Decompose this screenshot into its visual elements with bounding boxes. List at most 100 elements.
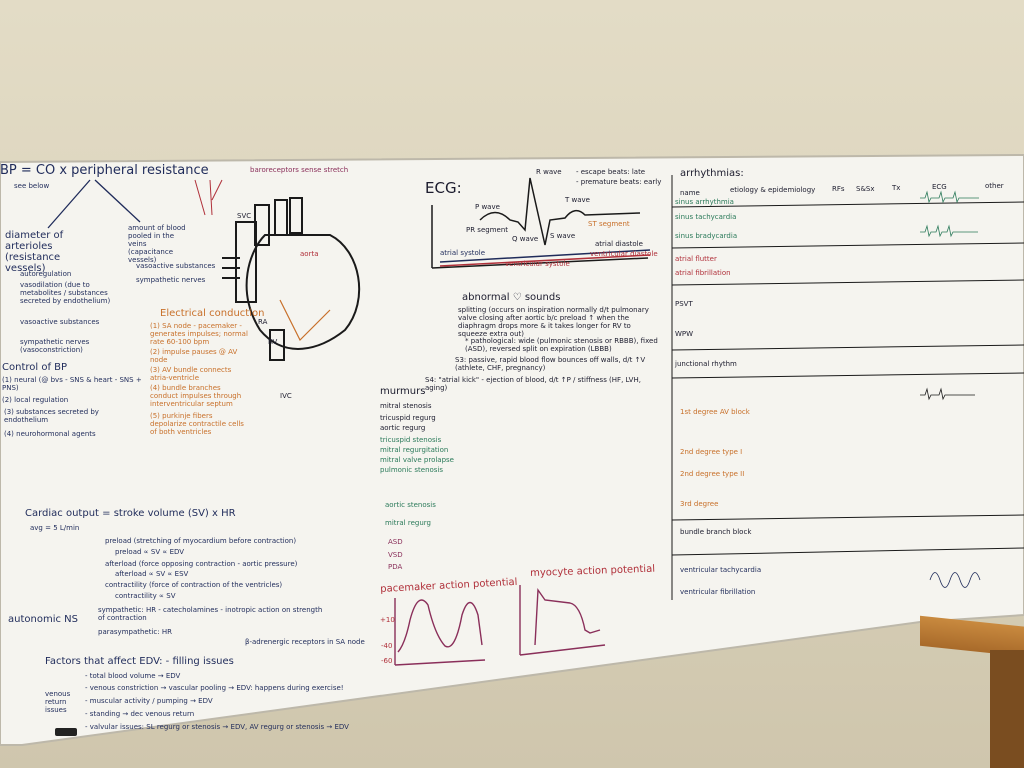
murmur-name: PDA	[388, 563, 403, 571]
murmur-name: ASD	[388, 538, 403, 546]
murmur-name: tricuspid stenosis	[380, 436, 442, 444]
ecg-label: ventricular systole	[505, 260, 570, 268]
arrhythmia-row: ventricular fibrillation	[680, 588, 756, 596]
diameter-item: sympathetic nerves (vasoconstriction)	[20, 338, 90, 354]
column-header: RFs	[832, 185, 845, 193]
ap-axis-tick: +10	[380, 616, 395, 624]
column-header: etiology & epidemiology	[730, 186, 816, 194]
column-header: name	[680, 189, 700, 197]
ecg-label: P wave	[475, 203, 500, 211]
arrhythmia-row: sinus arrhythmia	[675, 198, 734, 206]
murmur-name: pulmonic stenosis	[380, 466, 444, 474]
ecg-label: ST segment	[588, 220, 630, 228]
edv-item: - muscular activity / pumping → EDV	[85, 697, 213, 705]
preload-relation: preload ∝ SV ∝ EDV	[115, 548, 185, 556]
column-header: S&Sx	[856, 185, 875, 193]
arrhythmia-row: 2nd degree type II	[680, 470, 745, 478]
contractility-relation: contractility ∝ SV	[115, 592, 176, 600]
arrhythmia-row: sinus tachycardia	[675, 213, 737, 221]
arrhythmia-row: PSVT	[675, 300, 693, 308]
afterload-relation: afterload ∝ SV ∝ ESV	[115, 570, 189, 578]
ecg-label: PR segment	[466, 226, 509, 234]
conduction-step: (2) impulse pauses @ AV node	[150, 348, 238, 364]
arrhythmia-row: 3rd degree	[680, 500, 719, 508]
electrical-conduction-title: Electrical conduction	[160, 308, 265, 319]
murmur-name: mitral regurgitation	[380, 446, 449, 454]
bp-formula: BP = CO x peripheral resistance	[0, 163, 209, 178]
arrhythmia-row: bundle branch block	[680, 528, 752, 536]
heart-label: RV	[268, 338, 278, 346]
abnormal-heart-sounds-title: abnormal ♡ sounds	[462, 292, 561, 303]
edv-item: - valvular issues: SL regurg or stenosis…	[85, 723, 349, 731]
myocyte-ap-curve	[519, 585, 606, 656]
pathological-splitting: * pathological: wide (pulmonic stenosis …	[465, 337, 658, 353]
see-below-note: see below	[14, 182, 50, 190]
ecg-label: T wave	[565, 196, 590, 204]
carotid-sketch	[194, 179, 223, 216]
cardiac-output-average: avg = 5 L/min	[30, 524, 80, 532]
diameter-item: vasoactive substances	[20, 318, 100, 326]
beta-receptors: β-adrenergic receptors in SA node	[245, 638, 365, 646]
conduction-step: (3) AV bundle connects atria-ventricle	[150, 366, 232, 382]
neurohormonal-agents: (4) neurohormonal agents	[4, 430, 96, 438]
murmur-name: mitral valve prolapse	[380, 456, 454, 464]
s4-note: S4: "atrial kick" - ejection of blood, d…	[425, 376, 641, 392]
afterload: afterload (force opposing contraction - …	[105, 560, 298, 568]
murmurs-title: murmurs	[380, 386, 426, 397]
pacemaker-ap-curve	[394, 598, 486, 666]
ap-axis-tick: -40	[381, 642, 393, 650]
ecg-label: atrial diastole	[595, 240, 643, 248]
edv-item: - standing → dec venous return	[85, 710, 195, 718]
column-header: ECG	[932, 183, 947, 191]
arrhythmias-title: arrhythmias:	[680, 168, 744, 179]
amount-item: vasoactive substances	[136, 262, 216, 270]
diameter-item: autoregulation	[20, 270, 72, 278]
control-bp-heading: Control of BP	[2, 362, 68, 373]
murmur-name: VSD	[388, 551, 403, 559]
ecg-label: atrial systole	[440, 249, 486, 257]
diameter-heading: diameter of arterioles (resistance vesse…	[5, 230, 64, 274]
arrhythmia-row: sinus bradycardia	[675, 232, 738, 240]
contractility: contractility (force of contraction of t…	[105, 581, 283, 589]
ecg-label: S wave	[550, 232, 576, 240]
murmur-name: tricuspid regurg	[380, 414, 436, 422]
ap-axis-tick: -60	[381, 657, 393, 665]
autonomic-ns: autonomic NS	[8, 614, 78, 625]
ecg-label: R wave	[536, 168, 562, 176]
arrhythmia-row: 1st degree AV block	[680, 408, 750, 416]
murmur-name: mitral regurg	[385, 519, 431, 527]
conduction-step: (4) bundle branches conduct impulses thr…	[150, 384, 242, 408]
preload: preload (stretching of myocardium before…	[105, 537, 297, 545]
arrhythmia-row: atrial fibrillation	[675, 269, 731, 277]
neural-regulation: (1) neural (@ bvs - SNS & heart - SNS + …	[2, 376, 142, 392]
heart-label: IVC	[280, 392, 292, 400]
parasympathetic: parasympathetic: HR	[98, 628, 172, 636]
s3-note: S3: passive, rapid blood flow bounces of…	[455, 356, 646, 372]
edv-item: - total blood volume → EDV	[85, 672, 181, 680]
ecg-strips	[920, 190, 981, 588]
arrhythmia-table-lines	[671, 175, 1024, 600]
edv-item: - venous constriction → vascular pooling…	[85, 684, 344, 692]
murmur-name: mitral stenosis	[380, 402, 432, 410]
heart-label: RA	[258, 318, 268, 326]
ecg-label: Q wave	[512, 235, 539, 243]
conduction-step: (1) SA node - pacemaker - generates impu…	[150, 322, 248, 346]
heart-label: SVC	[237, 212, 252, 220]
arrhythmia-row: WPW	[675, 330, 694, 338]
amount-item: sympathetic nerves	[136, 276, 206, 284]
arrhythmia-row: atrial flutter	[675, 255, 717, 263]
edv-factors-title: Factors that affect EDV: - filling issue…	[45, 656, 234, 667]
cardiac-output-formula: Cardiac output = stroke volume (SV) x HR	[25, 508, 236, 519]
ecg-waveform	[431, 177, 651, 269]
murmur-name: aortic stenosis	[385, 501, 436, 509]
arrhythmia-row: junctional rhythm	[675, 360, 737, 368]
amount-blood-heading: amount of blood pooled in the veins (cap…	[128, 224, 186, 264]
heart-diagram	[222, 197, 361, 361]
bp-tree-lines	[47, 179, 141, 229]
column-header: other	[985, 182, 1004, 190]
arrhythmia-row: 2nd degree type I	[680, 448, 743, 456]
baroreceptor-note: baroreceptors sense stretch	[250, 166, 349, 174]
endothelium-substances: (3) substances secreted by endothelium	[4, 408, 99, 424]
whiteboard-brand-logo	[55, 728, 77, 736]
